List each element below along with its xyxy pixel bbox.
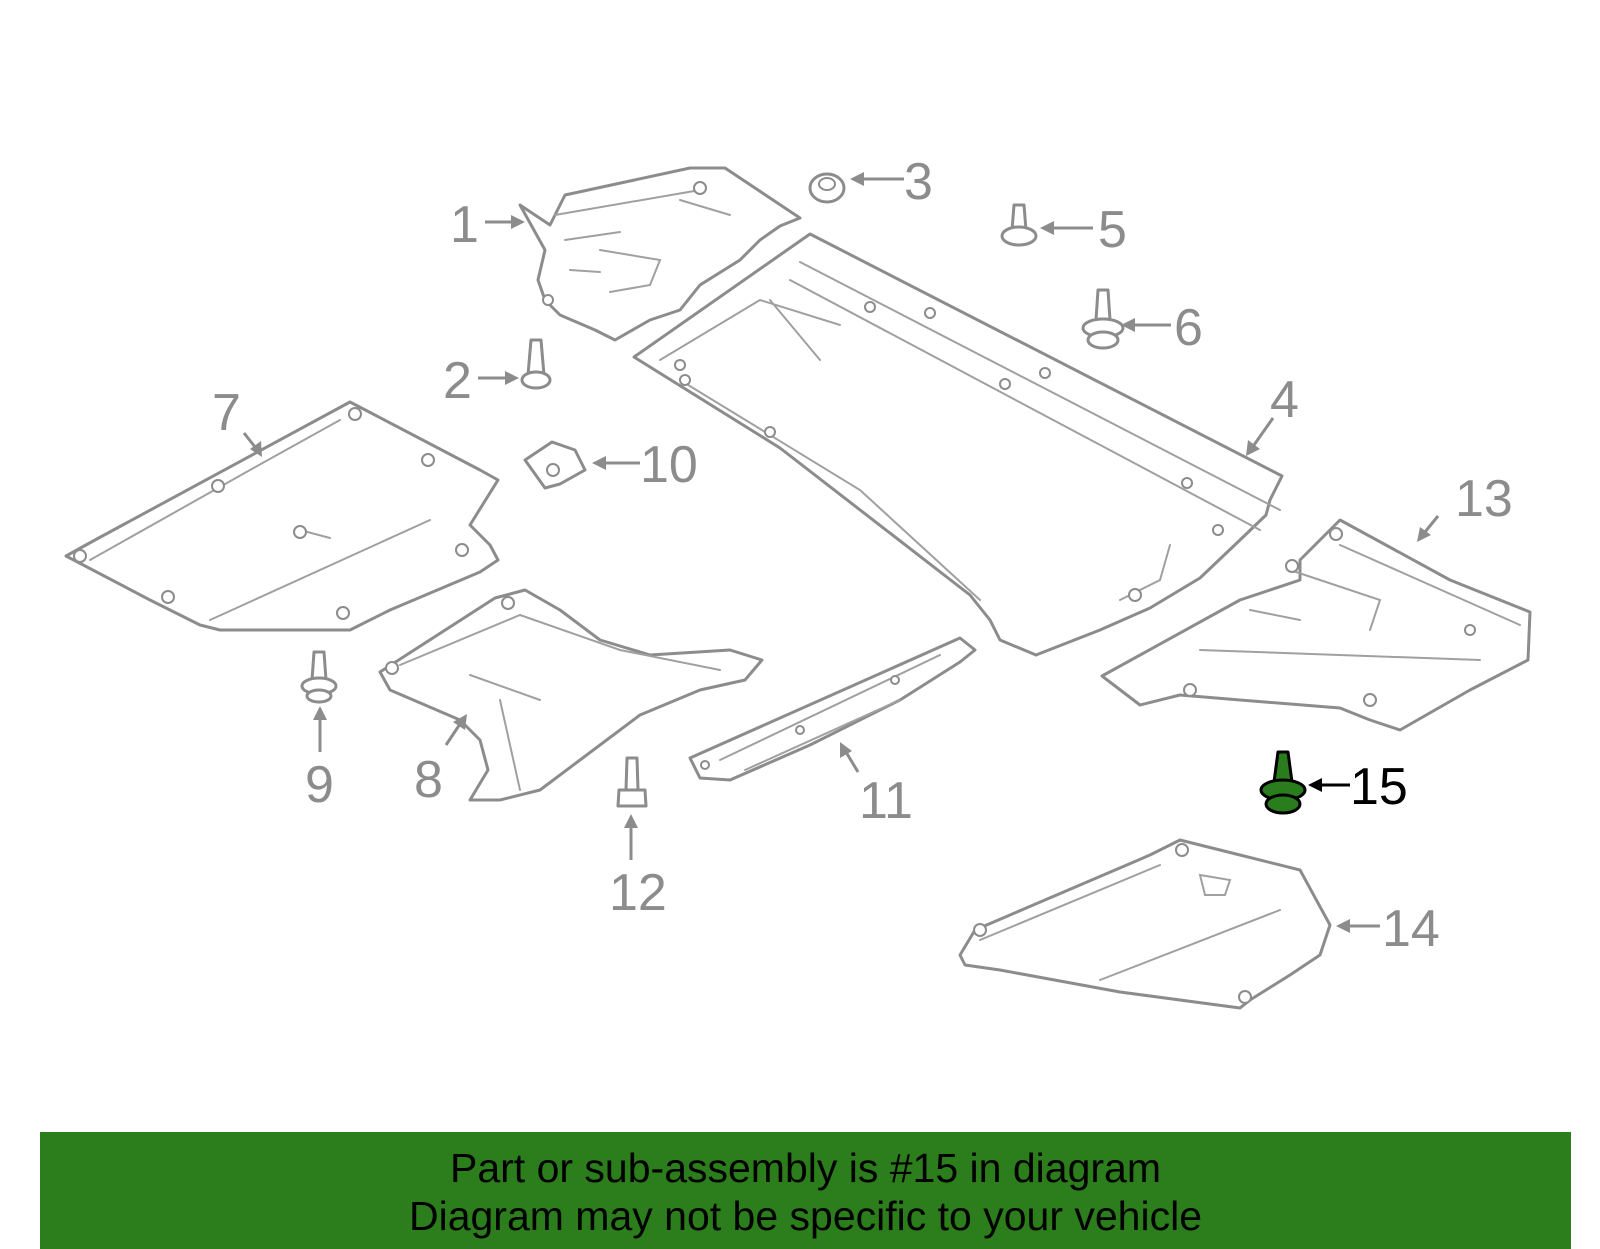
callout-13: 13 — [1455, 470, 1513, 528]
callout-6: 6 — [1174, 299, 1203, 357]
info-banner: Part or sub-assembly is #15 in diagram D… — [40, 1132, 1571, 1249]
part-12-bolt — [616, 756, 648, 808]
callout-15-highlighted: 15 — [1350, 758, 1408, 816]
part-2-push-pin — [520, 338, 552, 390]
callout-9: 9 — [305, 756, 334, 814]
callout-labels: 1 2 3 4 5 6 7 8 9 10 11 12 13 14 15 — [212, 153, 1513, 958]
part-13-right-shield — [1100, 518, 1532, 732]
banner-line-disclaimer: Diagram may not be specific to your vehi… — [408, 1193, 1202, 1239]
callout-8: 8 — [414, 751, 443, 809]
part-5-clip — [1000, 203, 1038, 247]
part-14-bottom-shield — [958, 838, 1332, 1010]
callout-14: 14 — [1382, 900, 1440, 958]
callout-11: 11 — [859, 772, 913, 830]
callout-7: 7 — [212, 384, 241, 442]
part-15-clip-highlighted — [1259, 750, 1307, 815]
callout-4: 4 — [1270, 371, 1299, 429]
callout-2: 2 — [443, 352, 472, 410]
banner-line-part: Part or sub-assembly is #15 in diagram — [450, 1145, 1161, 1191]
callout-5: 5 — [1098, 201, 1127, 259]
part-10-bracket — [523, 440, 587, 490]
part-3-nut — [808, 172, 846, 204]
part-9-clip — [300, 650, 338, 704]
callout-3: 3 — [904, 153, 933, 211]
callout-12: 12 — [609, 864, 667, 922]
leader-lines — [242, 172, 1440, 933]
part-11-rail — [688, 636, 977, 782]
part-6-clip — [1081, 288, 1125, 350]
part-7-left-panel — [64, 400, 500, 632]
callout-1: 1 — [450, 196, 479, 254]
callout-10: 10 — [640, 436, 698, 494]
part-4-center-panel — [632, 232, 1284, 657]
part-1-front-shield — [518, 166, 802, 342]
part-8-shield — [378, 588, 764, 802]
